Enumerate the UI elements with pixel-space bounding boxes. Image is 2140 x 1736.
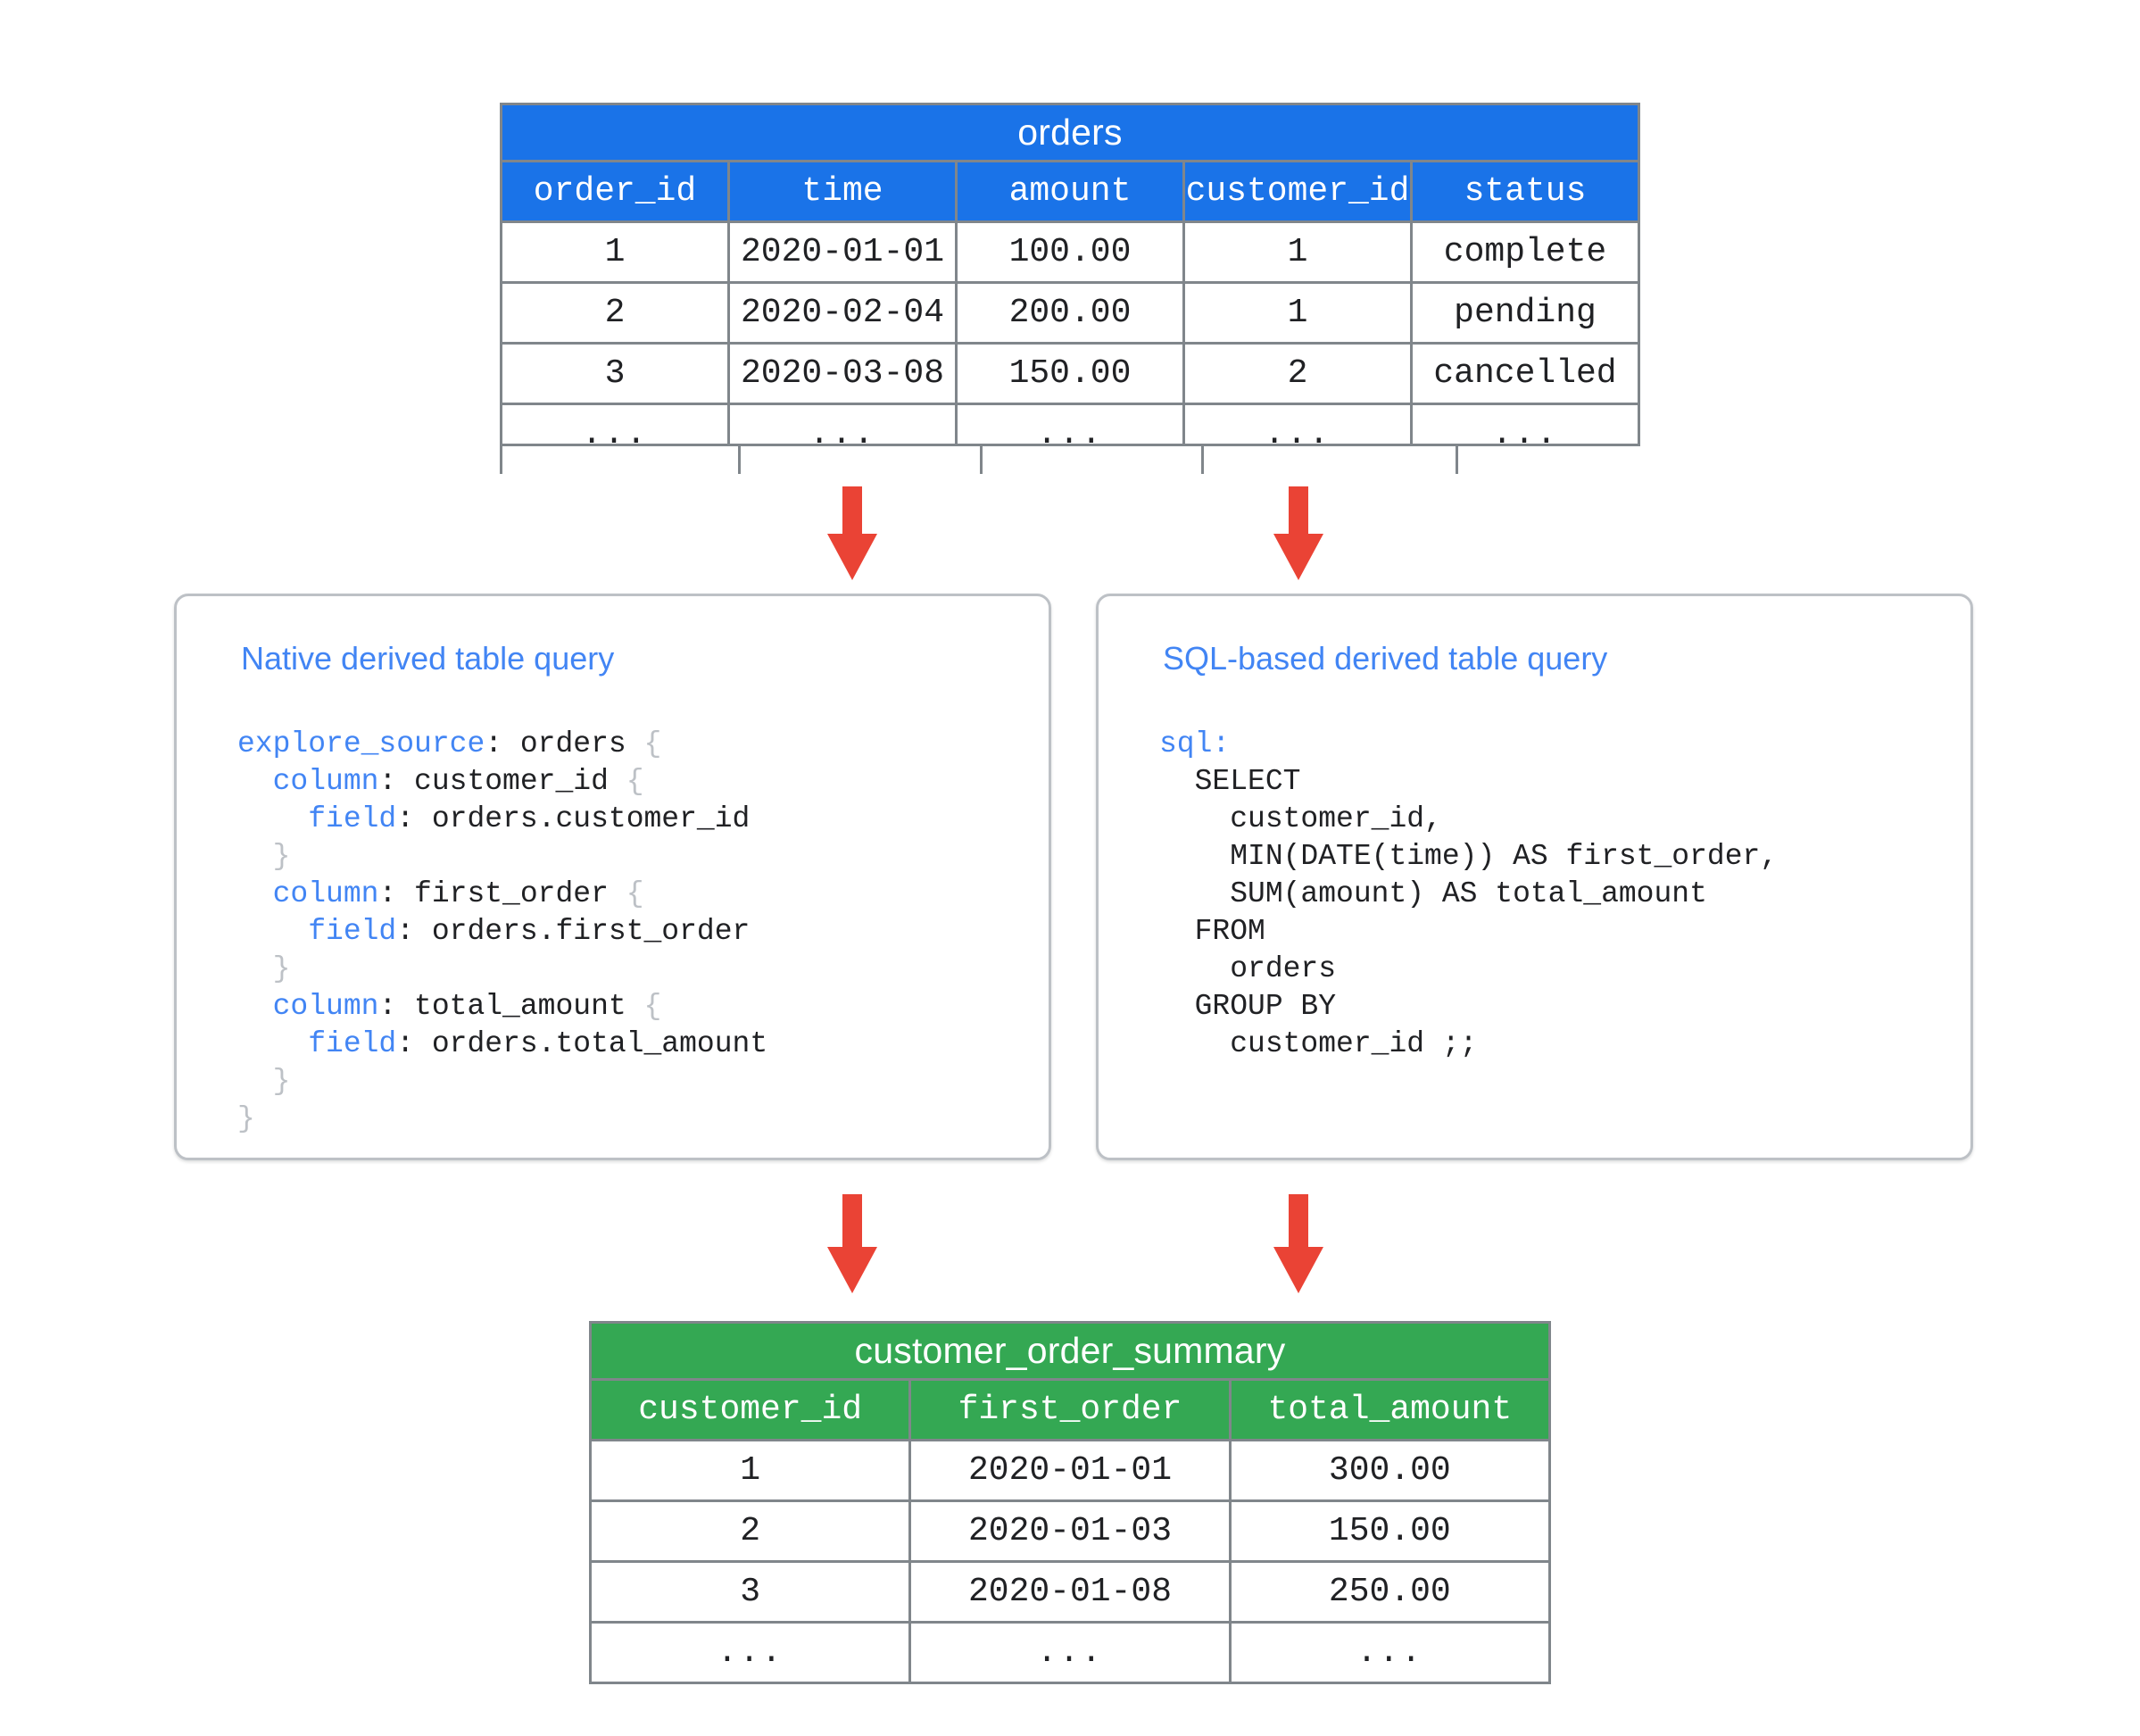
orders-cell: 2020-03-08: [727, 342, 958, 405]
code-line: GROUP BY: [1159, 990, 1337, 1023]
orders-cell: [1201, 444, 1458, 474]
table-row: 3 2020-03-08 150.00 2 cancelled: [500, 342, 1640, 405]
orders-cell: 150.00: [955, 342, 1185, 405]
summary-col-first-order: first_order: [908, 1378, 1232, 1441]
table-row: [500, 444, 1640, 474]
summary-cell: 2020-01-03: [908, 1499, 1232, 1563]
orders-table-header-row: order_id time amount customer_id status: [500, 160, 1640, 223]
orders-cell: 2: [500, 281, 730, 345]
sql-derived-table-card: SQL-based derived table query sql: SELEC…: [1096, 594, 1973, 1160]
code-line: }: [272, 952, 291, 985]
table-row: 2 2020-02-04 200.00 1 pending: [500, 281, 1640, 345]
code-line: }: [272, 1065, 291, 1098]
arrow-native-to-summary: [827, 1194, 877, 1294]
code-line: column: first_order {: [272, 877, 644, 910]
arrow-head: [1273, 534, 1323, 580]
native-code-block: explore_source: orders { column: custome…: [237, 726, 767, 1138]
orders-cell: complete: [1410, 220, 1640, 284]
summary-table-header-row: customer_id first_order total_amount: [588, 1378, 1552, 1441]
arrow-shaft: [842, 1194, 862, 1250]
code-line: column: customer_id {: [272, 765, 644, 798]
code-line: }: [237, 1102, 255, 1135]
summary-cell: ...: [1228, 1621, 1552, 1684]
table-row: 3 2020-01-08 250.00: [588, 1560, 1552, 1624]
summary-cell: 3: [588, 1560, 912, 1624]
code-line: MIN(DATE(time)) AS first_order,: [1159, 840, 1779, 873]
code-line: explore_source: orders {: [237, 727, 662, 760]
orders-cell: [500, 444, 741, 474]
summary-cell: ...: [908, 1621, 1232, 1684]
arrow-orders-to-sql: [1273, 486, 1323, 580]
orders-col-order-id: order_id: [500, 160, 730, 223]
orders-cell: 1: [500, 220, 730, 284]
orders-cell: 1: [1182, 281, 1413, 345]
table-row: 1 2020-01-01 100.00 1 complete: [500, 220, 1640, 284]
arrow-shaft: [842, 486, 862, 536]
summary-cell: 150.00: [1228, 1499, 1552, 1563]
table-row-ellipsis: ... ... ...: [588, 1621, 1552, 1684]
summary-cell: 2020-01-01: [908, 1439, 1232, 1502]
summary-cell: 1: [588, 1439, 912, 1502]
orders-col-customer-id: customer_id: [1182, 160, 1413, 223]
arrow-head: [827, 1247, 877, 1293]
summary-col-total-amount: total_amount: [1228, 1378, 1552, 1441]
orders-cell: 3: [500, 342, 730, 405]
summary-cell: 2: [588, 1499, 912, 1563]
orders-cell: 2020-02-04: [727, 281, 958, 345]
orders-col-time: time: [727, 160, 958, 223]
orders-table-clipped-row: [500, 444, 1640, 474]
summary-cell: ...: [588, 1621, 912, 1684]
orders-cell: 200.00: [955, 281, 1185, 345]
code-line: SUM(amount) AS total_amount: [1159, 877, 1707, 910]
orders-col-amount: amount: [955, 160, 1185, 223]
table-row: 2 2020-01-03 150.00: [588, 1499, 1552, 1563]
customer-order-summary-table: customer_order_summary customer_id first…: [588, 1321, 1552, 1684]
orders-cell: 2: [1182, 342, 1413, 405]
orders-table-title: orders: [500, 103, 1640, 162]
summary-table-title: customer_order_summary: [589, 1321, 1551, 1381]
table-row: 1 2020-01-01 300.00: [588, 1439, 1552, 1502]
orders-cell: pending: [1410, 281, 1640, 345]
orders-cell: cancelled: [1410, 342, 1640, 405]
code-line: field: orders.customer_id: [308, 802, 751, 835]
orders-cell: 1: [1182, 220, 1413, 284]
arrow-sql-to-summary: [1273, 1194, 1323, 1294]
code-line: column: total_amount {: [272, 990, 662, 1023]
arrow-shaft: [1289, 1194, 1308, 1250]
arrow-head: [827, 534, 877, 580]
summary-cell: 300.00: [1228, 1439, 1552, 1502]
sql-code-block: sql: SELECT customer_id, MIN(DATE(time))…: [1159, 726, 1778, 1063]
arrow-head: [1273, 1247, 1323, 1293]
summary-col-customer-id: customer_id: [588, 1378, 912, 1441]
code-line: SELECT: [1159, 765, 1301, 798]
orders-cell: [1456, 444, 1640, 474]
orders-table-overflow: [500, 444, 1640, 474]
summary-cell: 2020-01-08: [908, 1560, 1232, 1624]
native-card-title: Native derived table query: [241, 640, 615, 677]
code-line: field: orders.first_order: [308, 915, 751, 948]
orders-table: orders order_id time amount customer_id …: [500, 103, 1640, 466]
code-line: sql:: [1159, 727, 1231, 760]
orders-cell: [738, 444, 983, 474]
sql-card-title: SQL-based derived table query: [1163, 640, 1608, 677]
arrow-shaft: [1289, 486, 1308, 536]
orders-col-status: status: [1410, 160, 1640, 223]
code-line: customer_id,: [1159, 802, 1442, 835]
code-line: customer_id ;;: [1159, 1027, 1478, 1060]
summary-cell: 250.00: [1228, 1560, 1552, 1624]
orders-cell: [980, 444, 1204, 474]
native-derived-table-card: Native derived table query explore_sourc…: [174, 594, 1051, 1160]
code-line: }: [272, 840, 291, 873]
code-line: field: orders.total_amount: [308, 1027, 768, 1060]
orders-cell: 2020-01-01: [727, 220, 958, 284]
arrow-orders-to-native: [827, 486, 877, 580]
orders-cell: 100.00: [955, 220, 1185, 284]
code-line: orders: [1159, 952, 1337, 985]
code-line: FROM: [1159, 915, 1265, 948]
